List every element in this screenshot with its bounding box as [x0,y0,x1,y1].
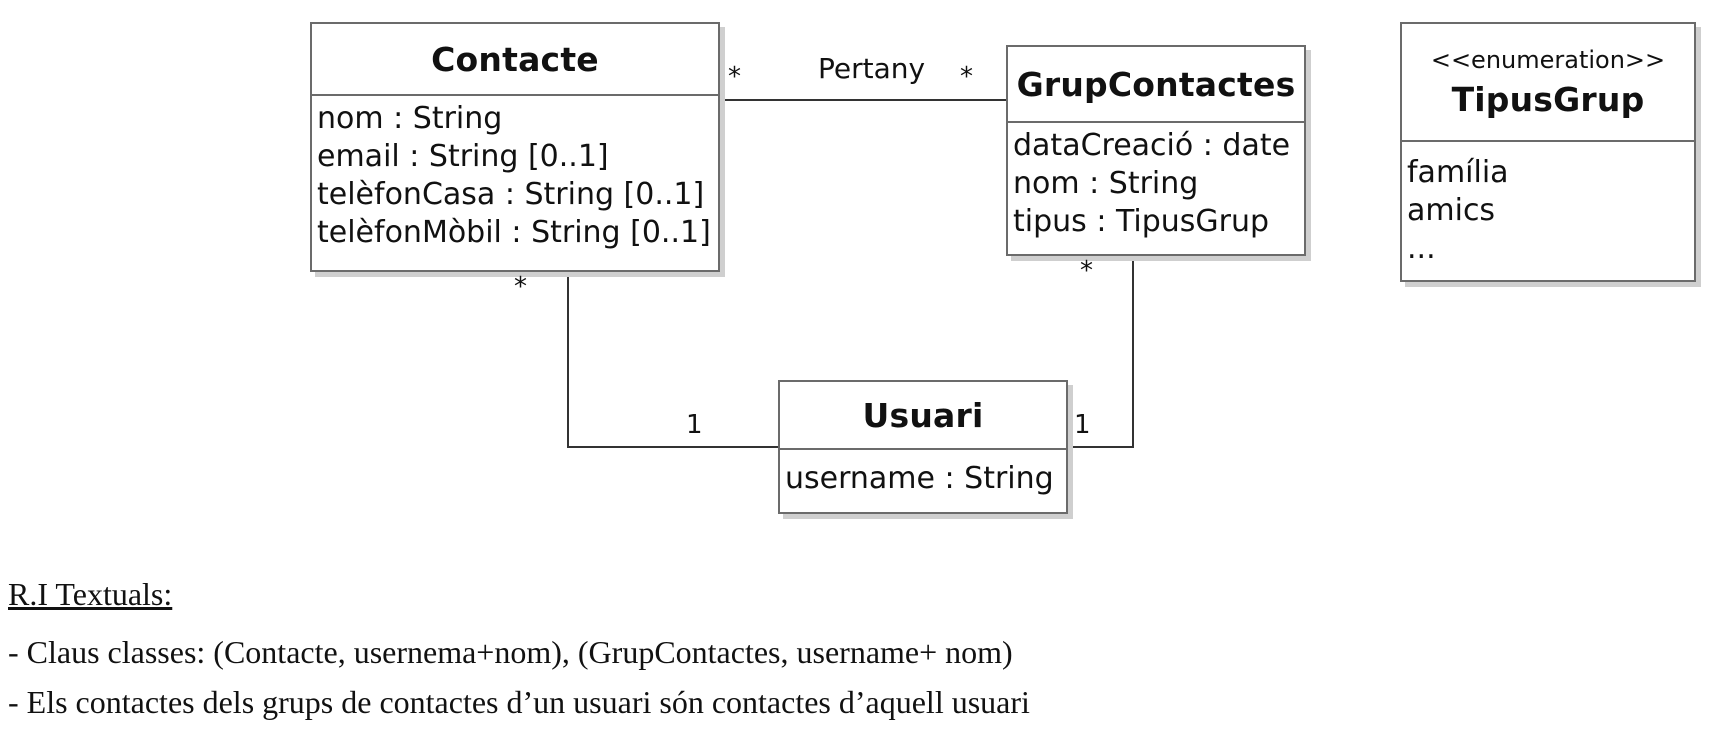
enum-literal: amics [1407,193,1496,228]
association-label-pertany: Pertany [818,52,926,85]
attribute: tipus : TipusGrup [1013,204,1270,239]
class-grupcontactes[interactable]: GrupContactes dataCreació : date nom : S… [1006,45,1306,256]
class-tipusgrup[interactable]: <<enumeration>> TipusGrup família amics … [1400,22,1696,282]
constraints-notes: R.I Textuals: - Claus classes: (Contacte… [8,576,1030,727]
multiplicity-grup-usuari-usuari: 1 [1074,410,1091,440]
class-contacte-attributes: nom : String email : String [0..1] telèf… [312,96,718,256]
class-grupcontactes-attributes: dataCreació : date nom : String tipus : … [1008,123,1304,245]
class-tipusgrup-name: TipusGrup [1451,79,1645,119]
class-tipusgrup-header: <<enumeration>> TipusGrup [1402,24,1694,142]
multiplicity-contacte-usuari-contacte: * [514,272,527,302]
class-contacte-header: Contacte [312,24,718,96]
attribute: nom : String [317,101,503,136]
class-usuari-header: Usuari [780,382,1066,450]
notes-heading: R.I Textuals: [8,576,173,612]
multiplicity-pertany-grup: * [960,62,973,92]
attribute: nom : String [1013,166,1199,201]
attribute: dataCreació : date [1013,128,1291,163]
note-item: - Els contactes dels grups de contactes … [8,684,1030,720]
class-contacte-name: Contacte [431,39,599,79]
attribute: telèfonCasa : String [0..1] [317,177,705,212]
class-usuari-name: Usuari [862,395,984,435]
attribute: email : String [0..1] [317,139,609,174]
association-line-contacte-usuari [567,272,778,448]
enum-literal: família [1407,155,1509,190]
association-line-grup-usuari [1068,256,1134,448]
multiplicity-pertany-contacte: * [728,62,741,92]
class-grupcontactes-header: GrupContactes [1008,47,1304,123]
class-contacte[interactable]: Contacte nom : String email : String [0.… [310,22,720,272]
note-item: - Claus classes: (Contacte, usernema+nom… [8,634,1013,670]
class-usuari-attributes: username : String [780,450,1066,502]
multiplicity-grup-usuari-grup: * [1080,256,1093,286]
attribute: username : String [785,461,1054,496]
enum-literal: ... [1407,231,1436,266]
attribute: telèfonMòbil : String [0..1] [317,215,711,250]
class-usuari[interactable]: Usuari username : String [778,380,1068,514]
class-tipusgrup-literals: família amics ... [1402,142,1694,272]
multiplicity-contacte-usuari-usuari: 1 [686,410,703,440]
class-grupcontactes-name: GrupContactes [1016,64,1296,104]
stereotype-label: <<enumeration>> [1430,45,1666,74]
